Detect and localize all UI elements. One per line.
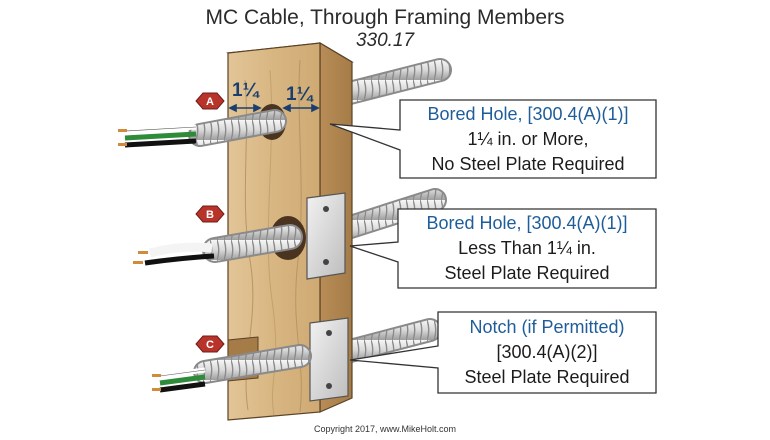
copyright-notice: Copyright 2017, www.MikeHolt.com	[313, 424, 457, 434]
callout-a-line3: No Steel Plate Required	[431, 154, 625, 174]
callout-c-line2: [300.4(A)(2)]	[496, 342, 598, 362]
callout-boxes	[329, 99, 657, 394]
code-section: 330.17	[355, 30, 415, 51]
badge-b-label: B	[206, 209, 214, 221]
callout-a-line2: 1¼ in. or More,	[467, 129, 589, 149]
badge-c: C	[195, 335, 225, 353]
callout-b-heading: Bored Hole, [300.4(A)(1)]	[426, 213, 628, 233]
cable-b-front	[133, 224, 303, 266]
callout-a: Bored Hole, [300.4(A)(1)] 1¼ in. or More…	[400, 102, 656, 177]
steel-plate-b	[306, 192, 346, 280]
callout-c: Notch (if Permitted) [300.4(A)(2)] Steel…	[438, 315, 656, 390]
dimension-arrows	[228, 103, 320, 113]
callout-c-line3: Steel Plate Required	[464, 367, 630, 387]
callout-c-heading: Notch (if Permitted)	[469, 317, 625, 337]
dimension-label-right: 1¼	[286, 84, 313, 105]
badge-a: A	[195, 92, 225, 110]
badge-a-label: A	[206, 96, 214, 108]
cable-c-front	[152, 344, 312, 393]
cable-a-front	[118, 109, 287, 148]
badge-c-label: C	[206, 339, 214, 351]
diagram-title: MC Cable, Through Framing Members	[205, 6, 565, 29]
callout-b-line3: Steel Plate Required	[444, 263, 610, 283]
callout-b-line2: Less Than 1¼ in.	[458, 238, 596, 258]
badge-b: B	[195, 205, 225, 223]
callout-a-heading: Bored Hole, [300.4(A)(1)]	[427, 104, 629, 124]
callout-b: Bored Hole, [300.4(A)(1)] Less Than 1¼ i…	[398, 211, 656, 286]
steel-plate-c	[309, 317, 349, 402]
dimension-label-left: 1¼	[232, 80, 259, 101]
